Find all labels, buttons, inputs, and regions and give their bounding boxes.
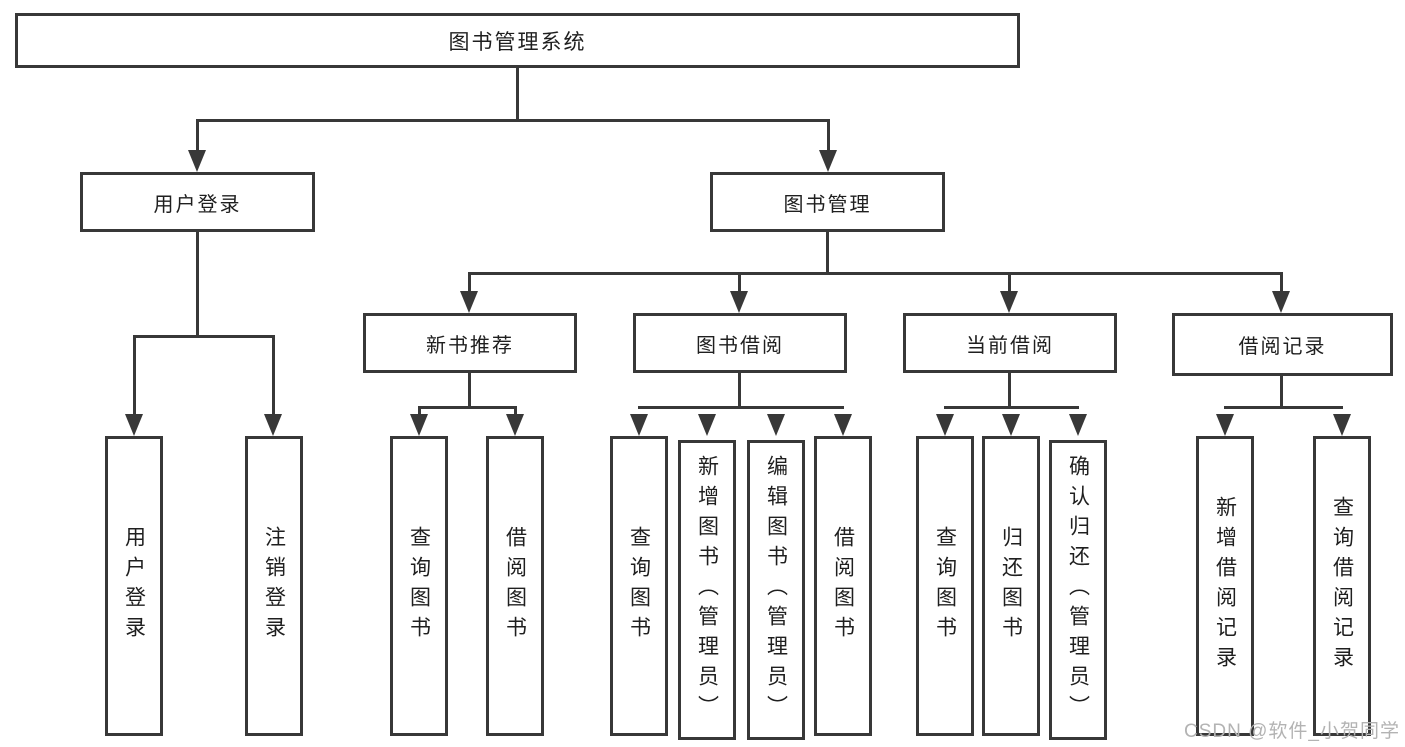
connector-stem (514, 406, 517, 418)
connector-stem (827, 119, 830, 153)
leaf-current-query-books: 查询图书 (916, 436, 974, 736)
connector-stem (1008, 373, 1011, 408)
leaf-add-borrow-record-label: 新增借阅记录 (1213, 496, 1237, 676)
node-book-management: 图书管理 (710, 172, 945, 232)
leaf-logout: 注销登录 (245, 436, 303, 736)
leaf-confirm-return-admin: 确认归还（管理员） (1049, 440, 1107, 740)
leaf-user-login-label: 用户登录 (122, 526, 146, 646)
leaf-edit-books-admin: 编辑图书（管理员） (747, 440, 805, 740)
connector-stem (738, 373, 741, 408)
leaf-borrow-books-label: 借阅图书 (831, 526, 855, 646)
arrowhead-down-icon (936, 414, 954, 436)
arrowhead-down-icon (460, 291, 478, 313)
connector-level2-rail (196, 119, 830, 122)
node-root: 图书管理系统 (15, 13, 1020, 68)
arrowhead-down-icon (1002, 414, 1020, 436)
node-user-login-label: 用户登录 (153, 193, 242, 216)
arrowhead-down-icon (125, 414, 143, 436)
leaf-recommend-query-books-label: 查询图书 (407, 526, 431, 646)
node-new-book-recommend-label: 新书推荐 (426, 334, 514, 357)
connector-stem (1280, 272, 1283, 293)
connector-stem (826, 232, 829, 274)
connector-stem (133, 335, 136, 416)
connector-recommend-rail (418, 406, 517, 409)
leaf-logout-label: 注销登录 (262, 526, 286, 646)
leaf-borrow-query-books: 查询图书 (610, 436, 668, 736)
node-new-book-recommend: 新书推荐 (363, 313, 577, 373)
connector-stem (418, 406, 421, 418)
arrowhead-down-icon (1069, 414, 1087, 436)
leaf-borrow-books: 借阅图书 (814, 436, 872, 736)
arrowhead-down-icon (834, 414, 852, 436)
arrowhead-down-icon (264, 414, 282, 436)
leaf-query-borrow-record: 查询借阅记录 (1313, 436, 1371, 736)
node-user-login: 用户登录 (80, 172, 315, 232)
arrowhead-down-icon (1272, 291, 1290, 313)
arrowhead-down-icon (188, 150, 206, 172)
watermark: CSDN @软件_小贺同学 (1184, 721, 1400, 742)
node-book-management-label: 图书管理 (783, 193, 872, 216)
connector-stem (272, 335, 275, 416)
arrowhead-down-icon (698, 414, 716, 436)
arrowhead-down-icon (1333, 414, 1351, 436)
leaf-return-books-label: 归还图书 (999, 526, 1023, 646)
arrowhead-down-icon (410, 414, 428, 436)
leaf-recommend-query-books: 查询图书 (390, 436, 448, 736)
connector-level3-rail (469, 272, 1281, 275)
connector-stem (196, 119, 199, 153)
leaf-confirm-return-admin-label: 确认归还（管理员） (1066, 455, 1090, 725)
leaf-add-borrow-record: 新增借阅记录 (1196, 436, 1254, 736)
connector-records-rail (1224, 406, 1343, 409)
arrowhead-down-icon (1216, 414, 1234, 436)
arrowhead-down-icon (1000, 291, 1018, 313)
leaf-recommend-borrow-books: 借阅图书 (486, 436, 544, 736)
connector-root-stem (516, 68, 519, 121)
connector-stem (1008, 272, 1011, 293)
arrowhead-down-icon (506, 414, 524, 436)
node-current-borrow: 当前借阅 (903, 313, 1117, 373)
leaf-user-login: 用户登录 (105, 436, 163, 736)
connector-stem (196, 232, 199, 338)
connector-borrow-rail (638, 406, 844, 409)
connector-stem (468, 272, 471, 293)
leaf-borrow-query-books-label: 查询图书 (627, 526, 651, 646)
leaf-add-books-admin: 新增图书（管理员） (678, 440, 736, 740)
leaf-query-borrow-record-label: 查询借阅记录 (1330, 496, 1354, 676)
leaf-add-books-admin-label: 新增图书（管理员） (695, 455, 719, 725)
leaf-recommend-borrow-books-label: 借阅图书 (503, 526, 527, 646)
connector-login-rail (133, 335, 274, 338)
node-root-label: 图书管理系统 (448, 30, 587, 54)
node-book-borrow: 图书借阅 (633, 313, 847, 373)
arrowhead-down-icon (730, 291, 748, 313)
arrowhead-down-icon (819, 150, 837, 172)
leaf-current-query-books-label: 查询图书 (933, 526, 957, 646)
arrowhead-down-icon (767, 414, 785, 436)
connector-stem (738, 272, 741, 293)
node-current-borrow-label: 当前借阅 (966, 334, 1054, 357)
connector-stem (468, 373, 471, 408)
connector-stem (1280, 376, 1283, 408)
node-borrow-records: 借阅记录 (1172, 313, 1393, 376)
leaf-return-books: 归还图书 (982, 436, 1040, 736)
node-book-borrow-label: 图书借阅 (696, 334, 784, 357)
node-borrow-records-label: 借阅记录 (1238, 336, 1327, 358)
leaf-edit-books-admin-label: 编辑图书（管理员） (764, 455, 788, 725)
connector-current-rail (944, 406, 1079, 409)
arrowhead-down-icon (630, 414, 648, 436)
